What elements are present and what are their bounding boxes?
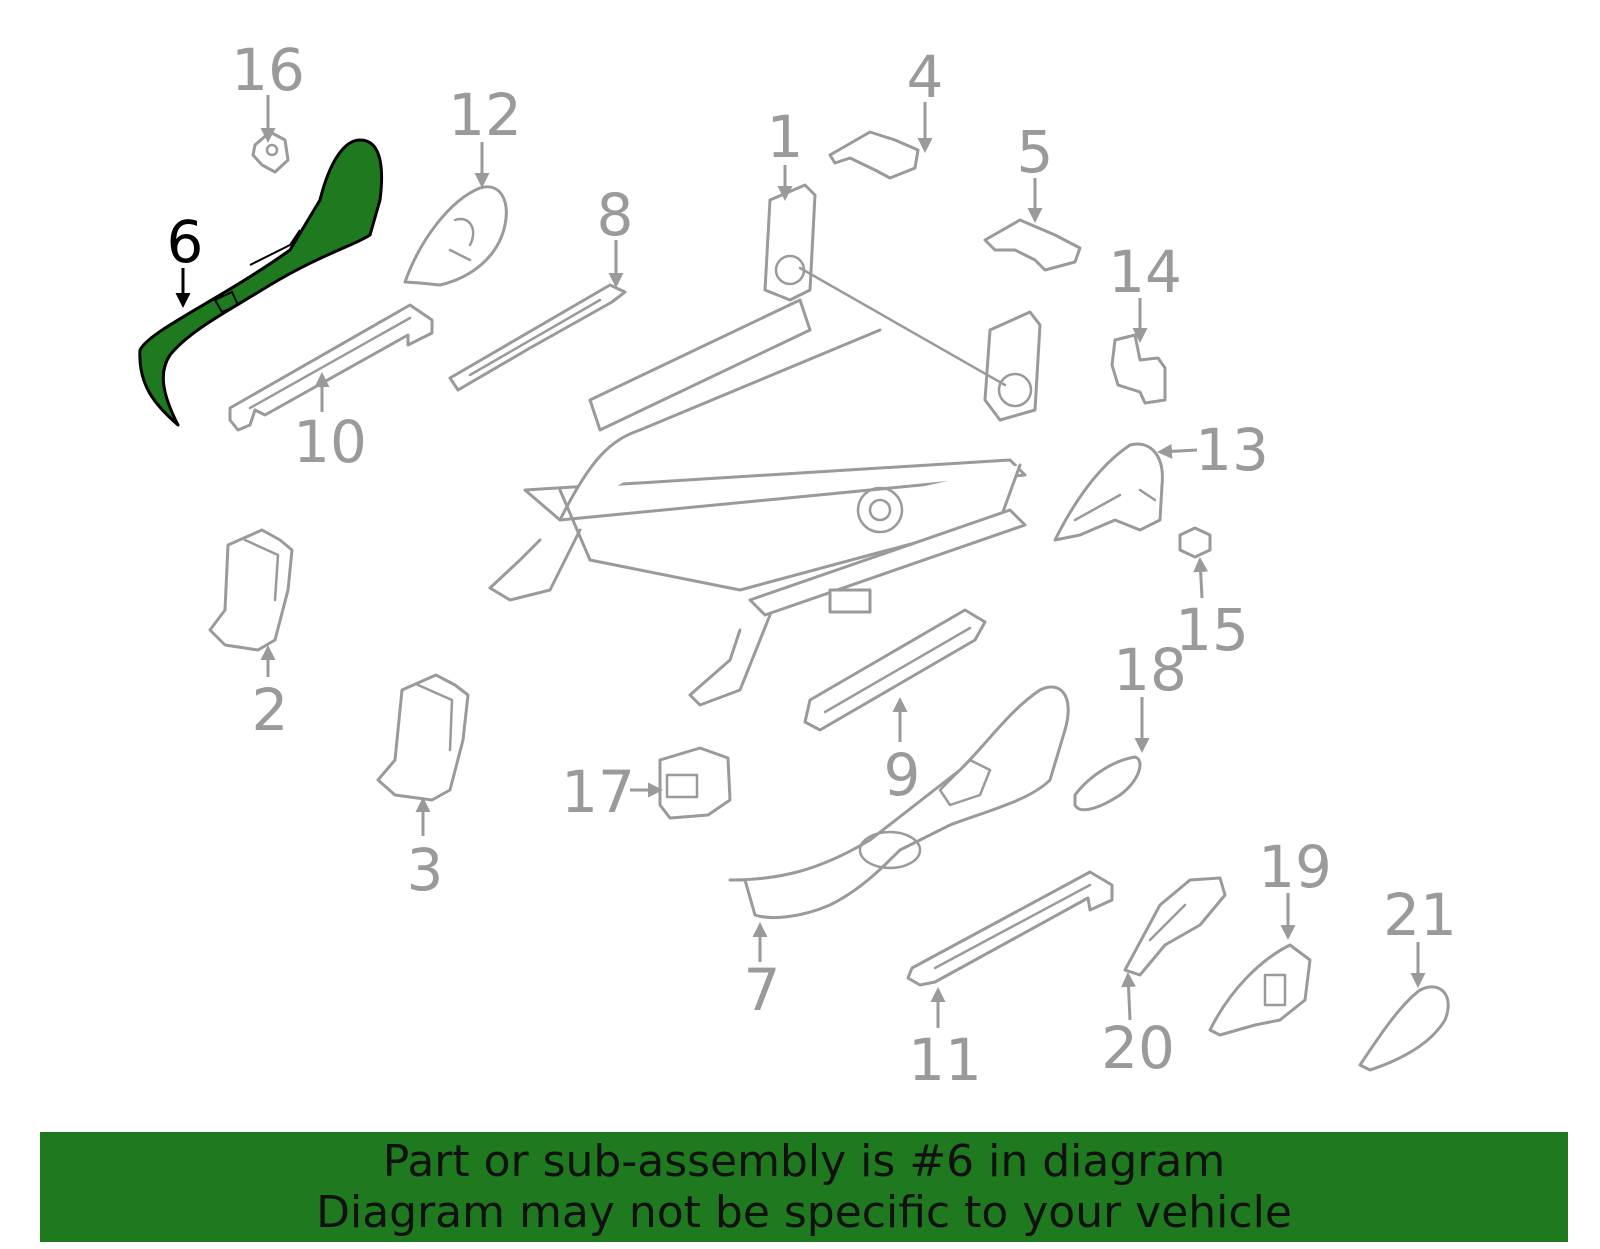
part-18-knob-cover[interactable] bbox=[1073, 755, 1142, 812]
part-7-outer-shield[interactable] bbox=[728, 685, 1070, 920]
callout-3[interactable]: 3 bbox=[407, 836, 444, 904]
leader-lines bbox=[175, 95, 1426, 1028]
part-13-recliner-cover[interactable] bbox=[1053, 442, 1164, 542]
callout-7[interactable]: 7 bbox=[744, 956, 781, 1024]
banner-line-2: Diagram may not be specific to your vehi… bbox=[316, 1187, 1292, 1238]
callout-10[interactable]: 10 bbox=[293, 408, 367, 476]
callout-20[interactable]: 20 bbox=[1101, 1014, 1175, 1082]
part-3-leg-cover[interactable] bbox=[376, 673, 470, 802]
part-9-cover-strip[interactable] bbox=[803, 608, 987, 732]
part-1-seat-frame[interactable] bbox=[488, 183, 1042, 707]
callout-13[interactable]: 13 bbox=[1195, 416, 1269, 484]
callout-15[interactable]: 15 bbox=[1175, 596, 1249, 664]
callout-1[interactable]: 1 bbox=[767, 103, 804, 171]
part-20-harness[interactable] bbox=[1123, 876, 1227, 977]
part-17-switch-knob[interactable] bbox=[658, 746, 732, 820]
callout-5[interactable]: 5 bbox=[1017, 118, 1054, 186]
callout-18[interactable]: 18 bbox=[1113, 636, 1187, 704]
part-15-nut[interactable] bbox=[1178, 526, 1212, 559]
part-12-hinge-cover[interactable] bbox=[403, 185, 508, 287]
part-2-leg-cover[interactable] bbox=[208, 528, 294, 652]
callout-16[interactable]: 16 bbox=[231, 36, 305, 104]
info-banner: Part or sub-assembly is #6 in diagram Di… bbox=[40, 1132, 1568, 1242]
callout-6[interactable]: 6 bbox=[167, 208, 204, 276]
callout-19[interactable]: 19 bbox=[1258, 833, 1332, 901]
callout-21[interactable]: 21 bbox=[1383, 881, 1457, 949]
part-4-bracket[interactable] bbox=[828, 130, 920, 180]
callout-9[interactable]: 9 bbox=[884, 741, 921, 809]
part-16-clip[interactable] bbox=[251, 130, 290, 174]
part-14-connector[interactable] bbox=[1110, 333, 1167, 405]
callout-2[interactable]: 2 bbox=[252, 676, 289, 744]
part-8-rail[interactable] bbox=[448, 283, 627, 392]
banner-line-1: Part or sub-assembly is #6 in diagram bbox=[382, 1136, 1226, 1187]
callout-14[interactable]: 14 bbox=[1108, 238, 1182, 306]
part-6-shield[interactable] bbox=[138, 138, 384, 427]
part-10-rail-cover[interactable] bbox=[228, 303, 434, 432]
part-11-rail-cover[interactable] bbox=[906, 870, 1114, 987]
callout-11[interactable]: 11 bbox=[908, 1026, 982, 1094]
callout-12[interactable]: 12 bbox=[448, 81, 522, 149]
part-5-bracket[interactable] bbox=[983, 218, 1082, 272]
callout-8[interactable]: 8 bbox=[597, 181, 634, 249]
callout-4[interactable]: 4 bbox=[907, 43, 944, 111]
part-21-lever[interactable] bbox=[1358, 985, 1450, 1072]
callout-labels: 1 2 3 4 5 6 7 8 9 10 11 12 13 14 15 16 1… bbox=[167, 36, 1457, 1094]
callout-17[interactable]: 17 bbox=[561, 758, 635, 826]
part-19-mechanism-cover[interactable] bbox=[1208, 943, 1312, 1037]
